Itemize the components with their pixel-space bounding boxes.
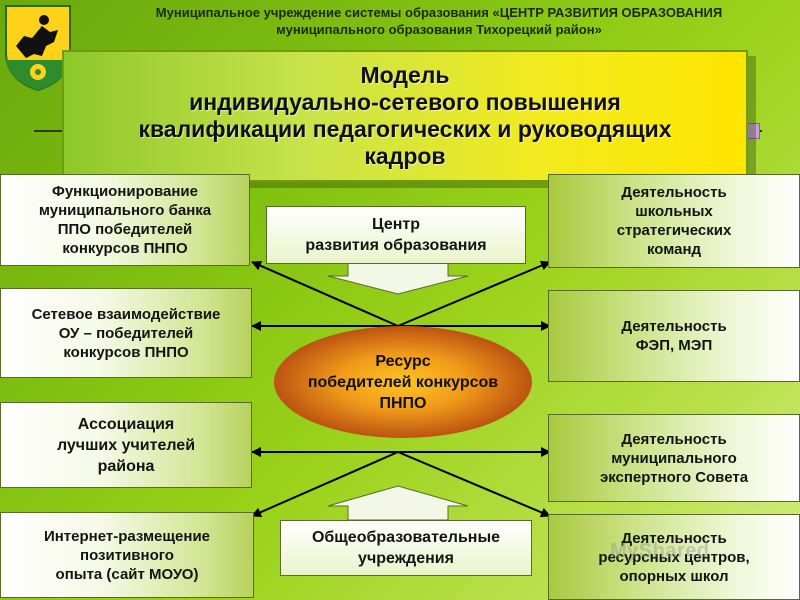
box-text-line: стратегических [616, 222, 732, 239]
watermark: MyShared [610, 540, 710, 562]
box-text-line: муниципального банка [38, 202, 212, 219]
box-text-line: Деятельность [621, 529, 727, 547]
box-text-line: Центр [371, 216, 421, 233]
box-text-line: школьных [635, 203, 713, 220]
box-text-line: Интернет-размещение [43, 527, 211, 545]
box-text-line: опыта (сайт МОУО) [55, 565, 199, 583]
right-box-expert-council: Деятельность муниципального экспертного … [548, 414, 800, 502]
right-box-resource-centers: Деятельность ресурсных центров, опорных … [548, 514, 800, 600]
organization-header: Муниципальное учреждение системы образов… [80, 4, 798, 38]
box-text-line: команд [646, 241, 702, 258]
decorative-line [34, 130, 64, 132]
arrow-to-left-1 [251, 261, 399, 327]
box-text-line: ресурсных центров, [598, 548, 750, 566]
left-box-internet-publishing: Интернет-размещение позитивного опыта (с… [0, 512, 254, 598]
box-text-line: Деятельность [621, 318, 727, 335]
coat-of-arms-icon [5, 5, 71, 92]
box-text-line: Деятельность [621, 430, 727, 448]
resource-text-line: победителей конкурсов [307, 373, 499, 391]
box-text-line: ППО победителей [57, 221, 193, 238]
arrow-down-shape [327, 261, 469, 295]
box-text-line: экспертного Совета [599, 468, 749, 486]
left-box-municipal-bank: Функционирование муниципального банка ПП… [0, 174, 250, 266]
arrow-to-right-4 [397, 451, 551, 518]
resource-text-line: Ресурс [375, 352, 431, 370]
box-text-line: Ассоциация [77, 415, 175, 433]
box-text-line: развития образования [305, 237, 487, 254]
header-line-2: муниципального образования Тихорецкий ра… [276, 22, 602, 37]
box-text-line: Сетевое взаимодействие [31, 305, 221, 323]
title-line-4: кадров [364, 143, 446, 169]
box-text-line: конкурсов ПНПО [63, 343, 189, 361]
header-line-1: Муниципальное учреждение системы образов… [155, 5, 723, 20]
box-text-line: Общеобразовательные [311, 529, 501, 546]
resource-text-line: ПНПО [379, 394, 427, 412]
box-text-line: опорных школ [619, 567, 729, 585]
box-text-line: муниципального [611, 449, 737, 467]
left-box-network-interaction: Сетевое взаимодействие ОУ – победителей … [0, 288, 252, 378]
left-box-teachers-association: Ассоциация лучших учителей района [0, 402, 252, 488]
box-text-line: лучших учителей [56, 436, 196, 454]
center-general-schools: Общеобразовательные учреждения [280, 520, 532, 576]
box-text-line: позитивного [80, 546, 174, 564]
model-title: Модель индивидуально-сетевого повышения … [62, 50, 748, 182]
title-line-3: квалификации педагогических и руководящи… [138, 116, 672, 142]
resource-ellipse: Ресурс победителей конкурсов ПНПО [274, 326, 532, 438]
title-line-1: Модель [360, 62, 450, 88]
center-education-development: Центр развития образования [266, 206, 526, 264]
arrow-up-shape [327, 485, 469, 521]
arrow-to-right-1 [397, 260, 551, 327]
box-text-line: ОУ – победителей [58, 324, 194, 342]
box-text-line: конкурсов ПНПО [62, 240, 188, 257]
arrow-to-left-4 [251, 451, 399, 517]
box-text-line: Деятельность [621, 184, 727, 201]
title-line-2: индивидуально-сетевого повышения [189, 89, 621, 115]
box-text-line: ФЭП, МЭП [635, 337, 713, 354]
box-text-line: учреждения [358, 550, 454, 567]
right-box-fep-mep: Деятельность ФЭП, МЭП [548, 290, 800, 382]
right-box-strategic-teams: Деятельность школьных стратегических ком… [548, 174, 800, 268]
box-text-line: Функционирование [52, 183, 198, 200]
box-text-line: района [97, 457, 155, 475]
